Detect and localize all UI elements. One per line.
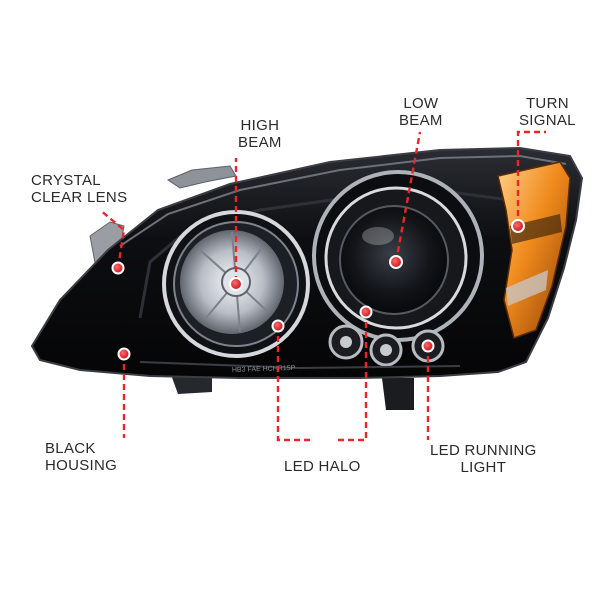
leader-crystal-clear-lens <box>99 209 126 269</box>
bottom-connector <box>382 378 414 410</box>
label-high-beam: HIGH BEAM <box>238 117 282 151</box>
label-black-housing: BLACK HOUSING <box>45 440 118 474</box>
marker-led-halo-2 <box>359 305 373 319</box>
lens-marking: HB3 FAE HCHR15P <box>232 365 296 374</box>
leader-led-halo-1 <box>276 326 312 442</box>
marker-black-housing <box>117 347 131 361</box>
label-led-halo: LED HALO <box>284 458 361 475</box>
marker-high-beam <box>229 277 243 291</box>
label-led-running-light: LED RUNNING LIGHT <box>430 442 537 476</box>
leader-turn-signal <box>516 130 546 226</box>
marker-low-beam <box>389 255 403 269</box>
label-low-beam: LOW BEAM <box>399 95 443 129</box>
leader-low-beam <box>394 131 422 263</box>
marker-led-running-light <box>421 339 435 353</box>
marker-turn-signal <box>511 219 525 233</box>
label-turn-signal: TURN SIGNAL <box>519 95 576 129</box>
marker-led-halo-1 <box>271 319 285 333</box>
marker-crystal-clear-lens <box>111 261 125 275</box>
leader-led-halo-2 <box>336 312 368 442</box>
label-crystal-clear-lens: CRYSTAL CLEAR LENS <box>31 172 128 206</box>
